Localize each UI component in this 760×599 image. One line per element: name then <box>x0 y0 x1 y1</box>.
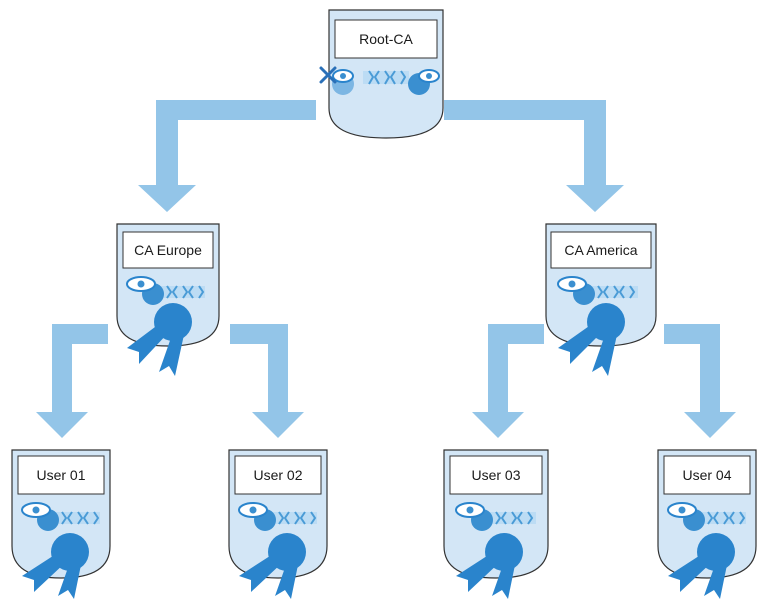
key-icon <box>332 69 440 95</box>
arrow-ca-america-to-user-03 <box>472 324 544 438</box>
ca-europe-label: CA Europe <box>134 242 202 258</box>
key-icon <box>238 502 317 531</box>
key-icon <box>126 276 205 305</box>
rosette-seal-icon <box>668 533 735 599</box>
arrows <box>36 100 736 438</box>
user-01-label-box <box>17 455 105 495</box>
key-icon <box>557 276 638 305</box>
ca-europe-node: CA Europe <box>116 223 220 376</box>
root-ca-label-box <box>334 19 438 59</box>
arrow-ca-europe-to-user-01 <box>36 324 108 438</box>
user-03-label: User 03 <box>471 467 520 483</box>
arrow-root-to-ca-america <box>444 100 624 212</box>
user-04-node: User 04 <box>657 449 757 599</box>
key-icon <box>21 502 100 531</box>
arrow-root-to-ca-europe <box>138 100 316 212</box>
arrow-ca-europe-to-user-02 <box>230 324 304 438</box>
rosette-seal-icon <box>558 303 625 376</box>
root-ca-label: Root-CA <box>359 31 413 47</box>
arrow-ca-america-to-user-04 <box>664 324 736 438</box>
user-01-label: User 01 <box>36 467 85 483</box>
user-04-label-box <box>663 455 751 495</box>
x-mark-icon <box>319 66 337 84</box>
ca-america-node: CA America <box>545 223 657 376</box>
user-03-node: User 03 <box>443 449 549 599</box>
user-02-node: User 02 <box>228 449 328 599</box>
rosette-seal-icon <box>239 533 306 599</box>
user-01-node: User 01 <box>11 449 111 599</box>
key-icon <box>667 502 746 531</box>
ca-europe-label-box <box>122 231 214 269</box>
rosette-seal-icon <box>456 533 523 599</box>
key-icon <box>455 502 536 531</box>
user-02-label: User 02 <box>253 467 302 483</box>
rosette-seal-icon <box>127 303 192 376</box>
ca-america-label-box <box>550 231 652 269</box>
user-03-label-box <box>449 455 543 495</box>
user-04-label: User 04 <box>682 467 731 483</box>
ca-america-label: CA America <box>564 242 637 258</box>
user-02-label-box <box>234 455 322 495</box>
rosette-seal-icon <box>22 533 89 599</box>
root-ca-node: Root-CA <box>319 9 444 139</box>
